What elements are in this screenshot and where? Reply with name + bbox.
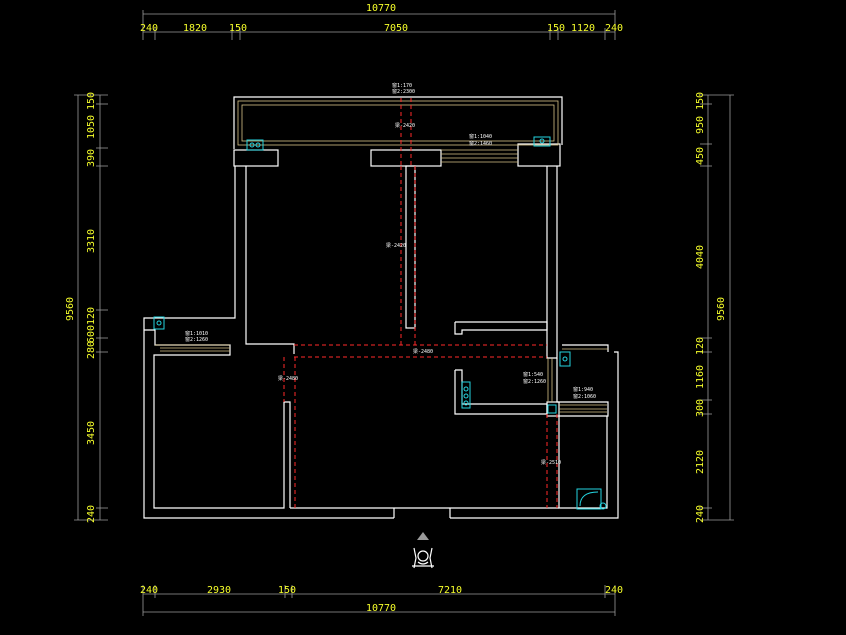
- outlet-icon: [533, 136, 551, 147]
- bottom-dim-seg: 2930: [207, 585, 231, 596]
- top-dim-seg: 150: [229, 23, 247, 34]
- right-dim-seg: 450: [695, 147, 706, 165]
- sink-icon: [547, 404, 557, 414]
- shower-icon: [576, 488, 602, 510]
- right-dim-seg: 4040: [695, 245, 706, 269]
- left-window-label: 窗2:1260: [185, 336, 208, 343]
- bottom-dim-seg: 240: [140, 585, 158, 596]
- windows: [155, 100, 608, 413]
- beam-label: 梁-2420: [386, 242, 406, 249]
- right-dim-seg: 150: [695, 92, 706, 110]
- outlet-icon: [153, 316, 165, 330]
- top-window-label: 窗1:170: [392, 82, 412, 89]
- top-dim-seg: 150: [547, 23, 565, 34]
- top-window-label: 窗2:2300: [392, 88, 415, 95]
- left-total-dim: 9560: [65, 297, 76, 321]
- left-dim-seg: 390: [86, 149, 97, 167]
- kitchen-window-label: 窗2:1260: [523, 378, 546, 385]
- beam-label: 梁-2480: [413, 348, 433, 355]
- right-dim-seg: 950: [695, 116, 706, 134]
- right-dim-seg: 300: [695, 399, 706, 417]
- bottom-dimension-chain: 240 2930 150 7210 240 10770: [140, 585, 623, 616]
- right-window-label: 窗1:940: [573, 386, 593, 393]
- beams: [283, 98, 558, 508]
- left-dim-seg: 150: [86, 92, 97, 110]
- left-dimension-chain: 9560 150 1050 390 3310 600120 280 3450 2…: [65, 92, 108, 523]
- top-dim-seg: 1820: [183, 23, 207, 34]
- bottom-total-dim: 10770: [366, 603, 396, 614]
- left-dim-seg: 1050: [86, 115, 97, 139]
- left-dim-seg: 240: [86, 505, 97, 523]
- left-window-label: 窗1:1010: [185, 330, 208, 337]
- left-dim-seg: 280: [86, 341, 97, 359]
- right-dim-seg: 240: [695, 505, 706, 523]
- beam-label: 梁-2420: [395, 122, 415, 129]
- top-dim-seg: 240: [605, 23, 623, 34]
- top-dimension-chain: 10770 240 1820 150 7050 150 1120 240: [140, 3, 623, 40]
- bottom-dim-seg: 240: [605, 585, 623, 596]
- right-dim-seg: 1160: [695, 365, 706, 389]
- right-total-dim: 9560: [716, 297, 727, 321]
- outlet-icon: [246, 139, 264, 151]
- right-dim-seg: 2120: [695, 450, 706, 474]
- top-dim-seg: 1120: [571, 23, 595, 34]
- upper-right-window-label: 窗2:1460: [469, 140, 492, 147]
- right-window-label: 窗2:1060: [573, 393, 596, 400]
- walls: [143, 96, 619, 519]
- top-dim-seg: 240: [140, 23, 158, 34]
- top-total-dim: 10770: [366, 3, 396, 14]
- left-dim-seg: 600120: [86, 307, 97, 343]
- right-dimension-chain: 150 950 450 4040 120 1160 300 2120 240 9…: [695, 92, 734, 523]
- annotation-labels: 窗1:170 窗2:2300 梁-2420 窗1:1040 窗2:1460 梁-…: [185, 82, 596, 466]
- beam-label: 梁-2480: [278, 375, 298, 382]
- outlet-icon: [559, 351, 571, 367]
- kitchen-window-label: 窗1:540: [523, 371, 543, 378]
- bottom-dim-seg: 7210: [438, 585, 462, 596]
- left-dim-seg: 3450: [86, 421, 97, 445]
- stove-icon: [461, 381, 471, 409]
- top-dim-seg: 7050: [384, 23, 408, 34]
- beam-label: 梁-2510: [541, 459, 561, 466]
- fixtures: [153, 136, 607, 510]
- upper-right-window-label: 窗1:1040: [469, 133, 492, 140]
- left-dim-seg: 3310: [86, 229, 97, 253]
- right-dim-seg: 120: [695, 337, 706, 355]
- bottom-dim-seg: 150: [278, 585, 296, 596]
- entrance-marker-icon: [412, 532, 434, 569]
